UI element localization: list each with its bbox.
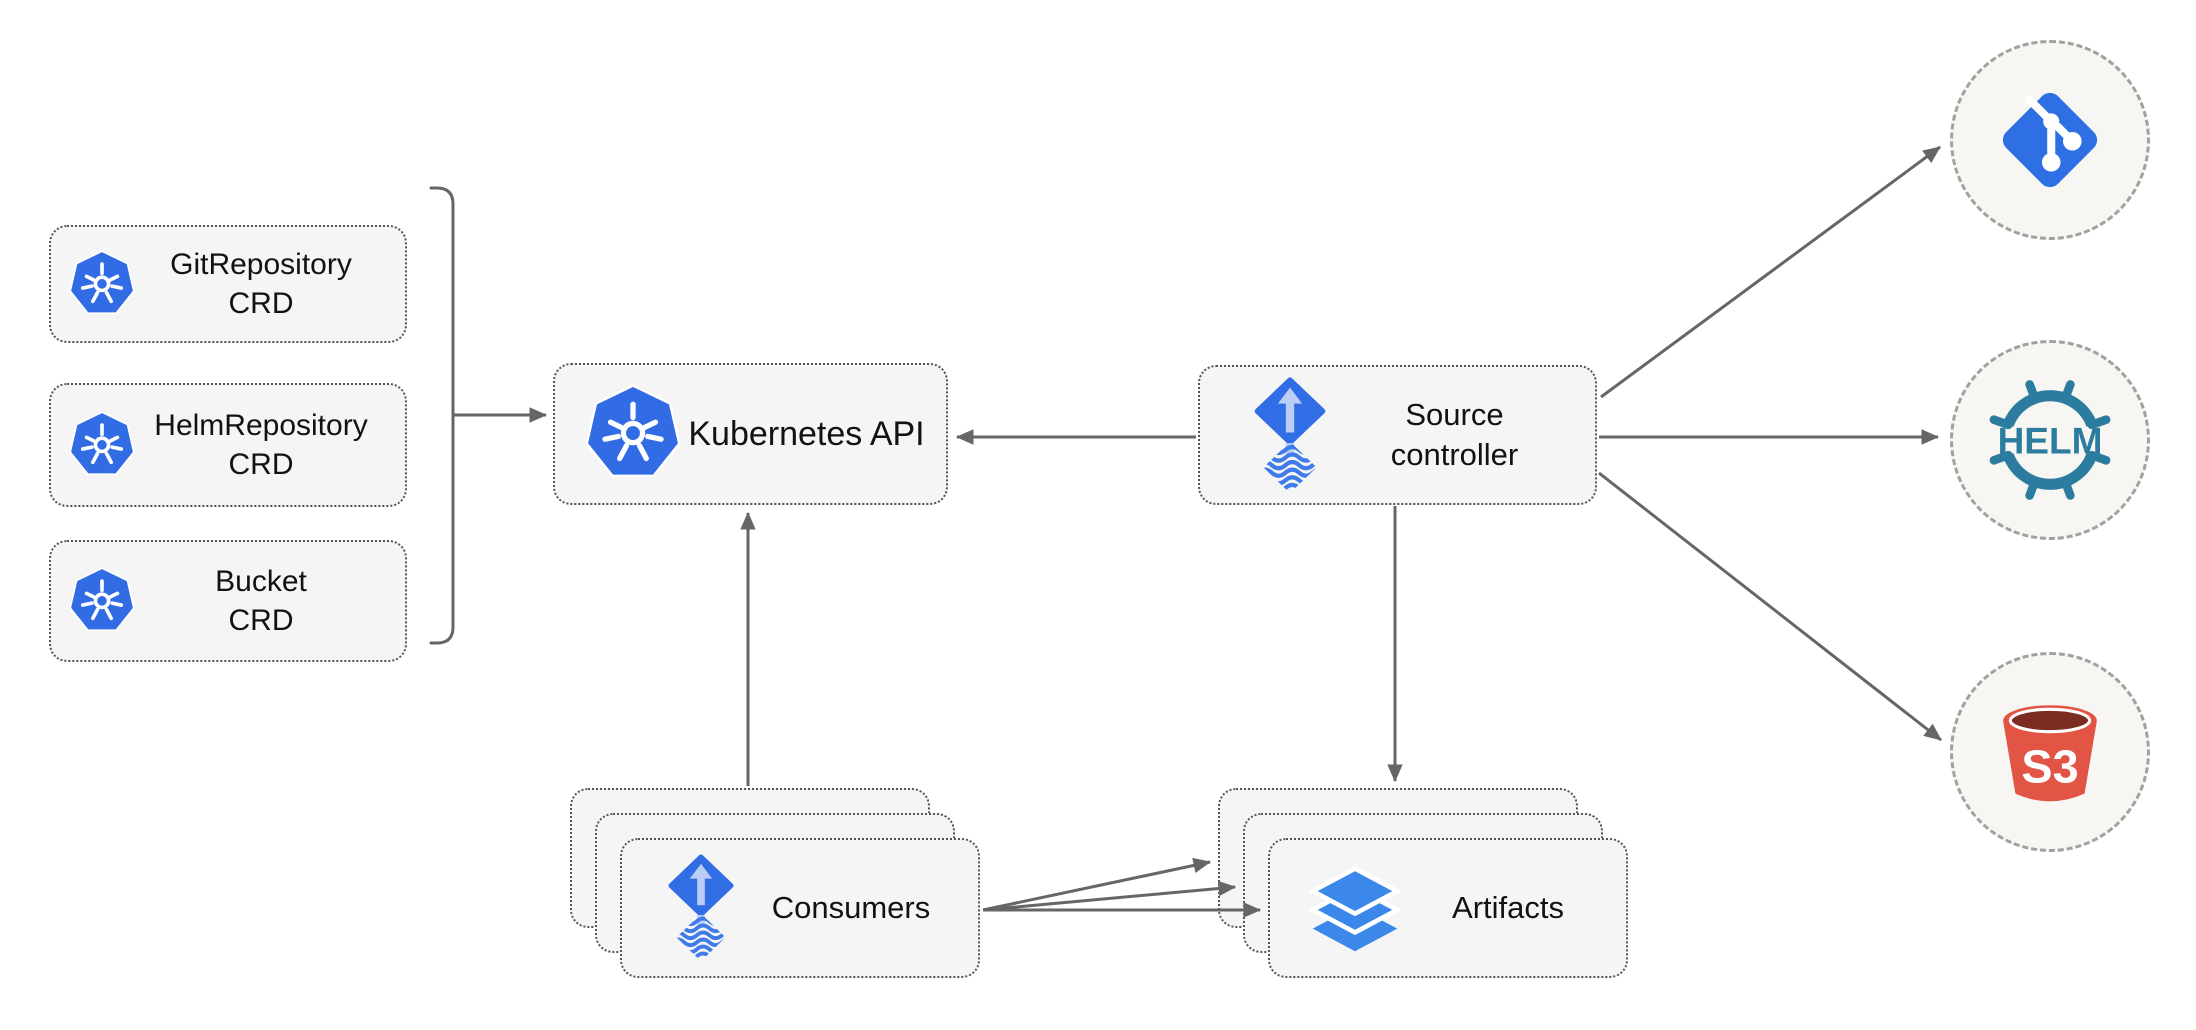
node-label: HelmRepository CRD: [154, 409, 368, 481]
edge-source-controller-to-git: [1600, 145, 1941, 399]
layers-icon: [1308, 861, 1402, 955]
edge-consumers-to-artifacts-back: [982, 857, 1212, 912]
node-label: GitRepository CRD: [170, 248, 352, 320]
node-git-endpoint: [1950, 40, 2150, 240]
s3-label: S3: [2021, 741, 2078, 793]
helm-label: HELM: [1998, 421, 2103, 462]
node-helmrepository-crd: HelmRepository CRD: [49, 383, 407, 507]
flux-icon: [666, 853, 736, 963]
node-kubernetes-api: Kubernetes API: [553, 363, 948, 505]
node-helm-endpoint: HELM: [1950, 340, 2150, 540]
crd-group-bracket: [429, 186, 455, 645]
node-label: Artifacts: [1452, 889, 1564, 925]
edge-consumers-to-artifacts-middle: [982, 880, 1237, 912]
kubernetes-icon: [585, 384, 681, 484]
node-consumers: Consumers: [620, 838, 980, 978]
node-label: Bucket CRD: [215, 565, 307, 637]
node-label: Consumers: [771, 889, 931, 925]
node-bucket-crd: Bucket CRD: [49, 540, 407, 662]
git-icon: [1988, 78, 2112, 202]
node-label: Kubernetes API: [688, 414, 925, 453]
edge-source-controller-to-s3: [1598, 471, 1942, 742]
flux-icon: [1252, 376, 1328, 495]
helm-icon: HELM: [1976, 366, 2124, 514]
kubernetes-icon: [69, 567, 135, 636]
node-s3-endpoint: S3: [1950, 652, 2150, 852]
node-gitrepository-crd: GitRepository CRD: [49, 225, 407, 343]
kubernetes-icon: [69, 250, 135, 319]
node-artifacts: Artifacts: [1268, 838, 1628, 978]
node-label: Source controller: [1390, 396, 1519, 472]
node-source-controller: Source controller: [1198, 365, 1597, 505]
kubernetes-icon: [69, 411, 135, 480]
s3-bucket-icon: S3: [1989, 691, 2111, 813]
